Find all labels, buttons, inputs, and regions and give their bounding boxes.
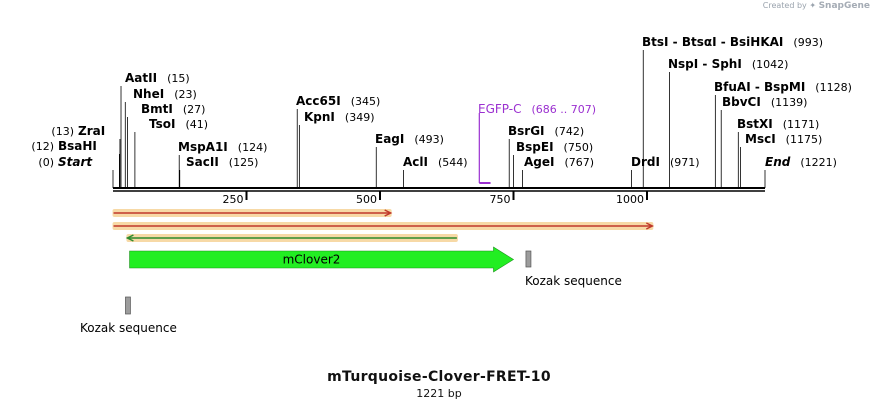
site-name: BmtI [141,102,173,116]
site-label: BtsI - BtsαI - BsiHKAI (993) [642,35,823,49]
site-label: KpnI (349) [304,110,375,124]
primer-arrowhead [645,222,655,230]
site-label: End (1221) [765,155,837,169]
site-position: (1221) [800,156,837,169]
credit-brand: SnapGene [818,1,870,11]
feature-arrow [129,246,515,273]
site-position: (12) [31,140,54,153]
site-name: BfuAI - BspMI [714,80,805,94]
site-position: (544) [438,156,468,169]
site-name: AatII [125,71,157,85]
map-title: mTurquoise-Clover-FRET-10 [327,369,551,385]
site-name: KpnI [304,110,335,124]
site-position: (13) [51,125,74,138]
site-position: (1139) [771,96,808,109]
ruler-ticks: 250 500 750 1000 [222,191,648,206]
primer-arrowhead [125,234,134,242]
site-label: BstXI (1171) [737,117,819,131]
kozak-label: Kozak sequence [80,321,177,335]
feature-site-label: EGFP-C (686 .. 707) [478,102,596,184]
feature-tracks: mClover2 [129,246,515,273]
site-label: AgeI (767) [524,155,594,169]
site-name: Start [58,155,93,169]
site-label: BsrGI (742) [508,124,584,138]
site-label: BbvCI (1139) [722,95,807,109]
site-label: SacII (125) [186,155,258,169]
site-name: NheI [133,87,164,101]
site-label: BmtI (27) [141,102,205,116]
site-name: BbvCI [722,95,761,109]
site-name: BstXI [737,117,773,131]
site-label: EagI (493) [375,132,444,146]
site-position: (767) [564,156,594,169]
restriction-sites: Start (0) BsaHI (12) ZraI (13) AatII (15)NheI (2… [31,35,852,188]
site-position: (27) [183,103,206,116]
snapgene-logo-icon: ✦ [809,1,817,10]
site-name: BsrGI [508,124,545,138]
site-position: (15) [167,72,190,85]
site-position: (1128) [815,81,852,94]
tick-label: 1000 [616,193,644,206]
site-name: BtsI - BtsαI - BsiHKAI [642,35,783,49]
site-name: DrdI [631,155,660,169]
site-position: (125) [229,156,259,169]
site-name: BspEI [516,140,554,154]
site-name: End [765,155,791,169]
site-label: AatII (15) [125,71,190,85]
site-position: (742) [555,125,585,138]
site-label: AclI (544) [403,155,468,169]
site-position: (345) [351,95,381,108]
feature-site-range: (686 .. 707) [531,103,596,116]
primer-tracks [112,209,655,242]
feature-site-name: EGFP-C [478,102,521,116]
tick-label: 250 [222,193,243,206]
site-position: (124) [238,141,268,154]
site-label: BspEI (750) [516,140,593,154]
site-label: MspA1I (124) [178,140,267,154]
site-label: BfuAI - BspMI (1128) [714,80,852,94]
site-position: (993) [793,36,823,49]
feature-site-label: EGFP-C (686 .. 707) [478,102,596,116]
kozak-box [125,296,131,315]
site-name: AgeI [524,155,554,169]
site-position: (23) [174,88,197,101]
site-position: (493) [414,133,444,146]
site-label: TsoI (41) [149,117,208,131]
site-position: (750) [564,141,594,154]
credit-prefix: Created by [762,1,807,10]
site-name: MspA1I [178,140,228,154]
site-label: Acc65I (345) [296,94,380,108]
sequence-backbone [113,187,765,192]
site-position: (1042) [752,58,789,71]
kozak-box [525,250,532,268]
map-length: 1221 bp [416,387,462,400]
site-name: ZraI [78,124,105,138]
site-label: NspI - SphI (1042) [668,57,788,71]
site-name: AclI [403,155,428,169]
site-label: MscI (1175) [745,132,822,146]
primer-arrowhead [384,209,393,217]
site-name: MscI [745,132,776,146]
site-name: SacII [186,155,219,169]
tick-label: 500 [356,193,377,206]
tick-label: 750 [489,193,510,206]
site-name: EagI [375,132,404,146]
feature-name: mClover2 [283,253,341,267]
site-label: NheI (23) [133,87,197,101]
site-position: (1171) [783,118,820,131]
site-name: NspI - SphI [668,57,742,71]
site-position: (1175) [786,133,823,146]
site-position: (41) [185,118,208,131]
site-name: Acc65I [296,94,341,108]
kozak-label: Kozak sequence [525,274,622,288]
site-name: BsaHI [58,139,97,153]
site-label: DrdI (971) [631,155,700,169]
site-position: (971) [670,156,700,169]
site-position: (349) [345,111,375,124]
site-position: (0) [38,156,54,169]
snapgene-credit: Created by ✦ SnapGene [763,1,870,11]
site-name: TsoI [149,117,175,131]
